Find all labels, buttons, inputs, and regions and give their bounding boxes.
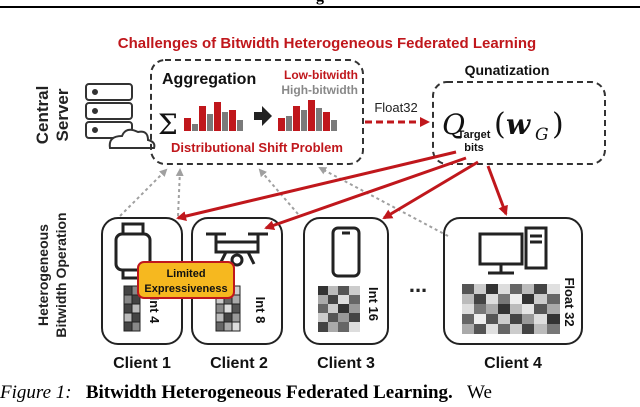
low-bitwidth-label: Low-bitwidth bbox=[284, 68, 358, 82]
server-label-line1: Central bbox=[33, 86, 52, 145]
client-2-bits: Int 8 bbox=[253, 297, 268, 324]
caption-rest: We bbox=[467, 382, 492, 403]
client-4-bits: Float 32 bbox=[562, 277, 577, 326]
sum-symbol: Σ bbox=[158, 108, 178, 141]
client-3-weights bbox=[318, 286, 360, 332]
smartphone-icon bbox=[331, 226, 361, 278]
quantization-close-paren: ) bbox=[552, 107, 564, 142]
header-fragment: g bbox=[0, 0, 640, 8]
aggregation-title: Aggregation bbox=[162, 71, 256, 88]
side-label-line2: Bitwidth Operation bbox=[53, 212, 69, 337]
aggregation-box bbox=[150, 59, 364, 165]
caption-title: Bitwidth Heterogeneous Federated Learnin… bbox=[85, 382, 453, 403]
figure-caption: Figure 1: Bitwidth Heterogeneous Federat… bbox=[0, 378, 640, 407]
server-icon bbox=[85, 83, 156, 149]
high-bitwidth-label: High-bitwidth bbox=[281, 83, 358, 97]
download-arrows bbox=[176, 150, 508, 231]
merge-arrow bbox=[254, 106, 272, 126]
client-1-weights bbox=[123, 285, 141, 332]
drone-icon bbox=[206, 232, 268, 267]
server-label-line2: Server bbox=[53, 88, 72, 141]
quantization-w: w bbox=[506, 108, 531, 141]
quantization-G: G bbox=[535, 125, 549, 145]
transfer-label: Float32 bbox=[374, 100, 417, 115]
right-histogram bbox=[278, 100, 337, 131]
left-histogram bbox=[184, 102, 243, 131]
client-4-name: Client 4 bbox=[484, 355, 542, 372]
ellipsis: ... bbox=[409, 272, 427, 297]
diagram-title: Challenges of Bitwidth Heterogeneous Fed… bbox=[118, 35, 536, 52]
client-1-name: Client 1 bbox=[113, 355, 171, 372]
quantization-title: Qunatization bbox=[465, 62, 550, 78]
quantization-sub-target: Target bbox=[458, 129, 491, 141]
distributional-shift-label: Distributional Shift Problem bbox=[171, 140, 343, 155]
quantization-Q: Q bbox=[442, 108, 465, 141]
quantization-sub-bits: bits bbox=[464, 142, 484, 154]
client-4-weights bbox=[462, 284, 560, 334]
client-1-bits: Int 4 bbox=[147, 297, 162, 324]
client-3-name: Client 3 bbox=[317, 355, 375, 372]
limited-expressiveness-badge bbox=[137, 261, 235, 299]
client-2-name: Client 2 bbox=[210, 355, 268, 372]
caption-figure-number: Figure 1: bbox=[0, 382, 72, 403]
desktop-icon bbox=[478, 226, 548, 275]
diagram: Challenges of Bitwidth Heterogeneous Fed… bbox=[33, 35, 606, 372]
badge-line1: Limited bbox=[166, 268, 205, 280]
client-3-bits: Int 16 bbox=[366, 287, 381, 321]
side-label-line1: Heterogeneous bbox=[35, 224, 51, 326]
quantization-open-paren: ( bbox=[494, 107, 506, 142]
quantization-box bbox=[432, 81, 606, 165]
badge-line2: Expressiveness bbox=[144, 283, 227, 295]
